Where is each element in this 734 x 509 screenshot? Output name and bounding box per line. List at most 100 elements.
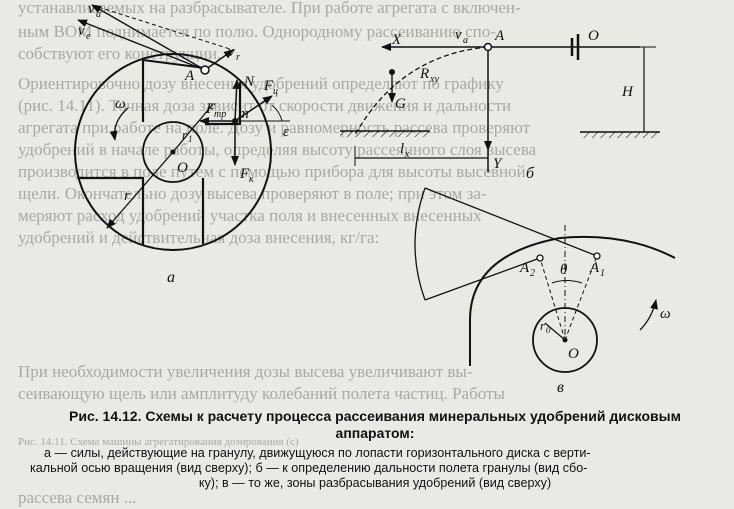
label-a1: A xyxy=(589,260,600,276)
label-fk: F xyxy=(239,166,250,182)
background-line: При необходимости увеличения дозы высева… xyxy=(18,362,473,381)
panel-label-b: б xyxy=(526,165,535,182)
figure-caption-title: Рис. 14.12. Схемы к расчету процесса рас… xyxy=(69,408,681,441)
label-a1-sub: 1 xyxy=(600,268,605,279)
granule xyxy=(389,69,395,75)
background-line: устанавливаемых на разбрасывателе. При р… xyxy=(18,0,521,17)
label-fc: F xyxy=(263,78,274,94)
background-line: ным ВОМ поднимается по полю. Однородному… xyxy=(18,22,496,41)
label-o: O xyxy=(588,28,599,44)
label-ve: v xyxy=(78,23,85,39)
va-vector xyxy=(91,4,206,71)
label-r0-sub: 0 xyxy=(546,325,551,335)
omega-arrow xyxy=(109,107,129,141)
background-line: удобрений в начале работы, определяя выс… xyxy=(18,140,537,159)
label-y: Y xyxy=(493,156,503,172)
panel-v-diagram: A 2 θ A 1 ω r 0 O в xyxy=(414,187,676,396)
label-r0: r xyxy=(540,318,546,333)
label-r1-sub: 1 xyxy=(188,134,193,144)
label-eps: ε xyxy=(283,124,289,140)
label-rxy: R xyxy=(419,66,429,82)
label-ftr: F xyxy=(205,101,216,117)
background-line: собствуют его конструкции. xyxy=(18,44,222,63)
label-va: v xyxy=(455,27,462,43)
r0-line xyxy=(544,322,566,341)
spread-arc xyxy=(414,187,426,301)
label-g: G xyxy=(395,96,406,112)
eps-arc xyxy=(271,104,283,122)
background-line: щели. Окончательно дозу высева проверяют… xyxy=(18,184,487,203)
background-line: производится в поле путем с помощью приб… xyxy=(18,162,526,181)
label-o: O xyxy=(177,160,188,176)
label-a: A xyxy=(494,28,505,44)
label-x: X xyxy=(391,32,402,48)
label-h: H xyxy=(621,84,634,100)
label-a: A xyxy=(184,68,195,84)
r1-line xyxy=(172,103,214,153)
vane xyxy=(78,176,145,245)
label-r1: r xyxy=(182,127,188,142)
label-lx: l xyxy=(400,141,404,157)
point-a1 xyxy=(593,252,601,260)
dash-radius xyxy=(564,255,598,341)
tangent-line xyxy=(424,187,598,257)
label-a2: A xyxy=(519,260,530,276)
label-rxy-sub: xy xyxy=(429,74,439,85)
label-n: N xyxy=(243,74,255,90)
background-line: Ориентировочно дозу внесения удобрений о… xyxy=(18,74,504,93)
point-a xyxy=(483,42,493,52)
background-line: удобрений и действительная доза внесения… xyxy=(18,228,380,247)
label-fc-sub: ц xyxy=(273,86,278,97)
dash-radius xyxy=(539,257,566,341)
center-o xyxy=(170,149,176,155)
n-vector xyxy=(232,79,241,122)
fc-vector xyxy=(234,95,273,122)
theta-arc xyxy=(551,280,583,284)
label-vr-sub: r xyxy=(236,52,240,63)
vane xyxy=(205,82,242,126)
background-line: (рис. 14.11). Точная доза зависит от ско… xyxy=(18,96,512,115)
background-line: сеивающую щель или амплитуду колебаний п… xyxy=(18,384,505,403)
background-line: меряют расход удобрений участка поля и в… xyxy=(18,206,482,225)
label-vr: v xyxy=(228,44,235,60)
vr-vector xyxy=(204,49,234,71)
label-fk-sub: к xyxy=(249,174,254,185)
ground-hatch xyxy=(340,131,430,137)
radius-line xyxy=(106,151,174,229)
figure-caption-body: а — силы, действующие на гранулу, движущ… xyxy=(30,446,720,491)
construction-line xyxy=(91,4,234,51)
label-ftr-sub: тр xyxy=(214,109,226,120)
panel-label-a: а xyxy=(167,269,175,286)
label-va-sub: a xyxy=(463,35,468,46)
label-omega: ω xyxy=(115,96,126,112)
background-line: рассева семян ... xyxy=(18,488,137,507)
label-va-sub: a xyxy=(96,9,101,20)
label-a2-sub: 2 xyxy=(530,268,535,279)
figure-diagrams: v a v e v r A N F ц F тр m ε ω r 1 O F к… xyxy=(74,1,676,396)
label-ve-sub: e xyxy=(86,31,91,42)
disc-hub xyxy=(142,121,204,183)
label-va: v xyxy=(88,1,95,17)
ve-vector xyxy=(77,19,206,71)
caption-line: ку); в — то же, зоны разбрасывания удобр… xyxy=(198,476,552,490)
label-o: O xyxy=(568,346,579,362)
panel-a-diagram: v a v e v r A N F ц F тр m ε ω r 1 O F к… xyxy=(74,1,290,286)
panel-label-v: в xyxy=(557,379,564,396)
ground-hatch xyxy=(580,132,660,138)
disc-outer xyxy=(74,53,272,251)
label-lx-sub: x xyxy=(404,149,410,160)
caption-line: а — силы, действующие на гранулу, движущ… xyxy=(44,446,591,460)
background-line: Рис. 14.11. Схема машины агрегатирования… xyxy=(18,436,299,448)
tangent-line xyxy=(424,257,541,301)
point-a xyxy=(200,65,210,75)
label-theta: θ xyxy=(560,262,568,278)
trajectory xyxy=(354,46,489,136)
omega-arrow xyxy=(639,299,658,331)
caption-line: кальной осью вращения (вид сверху); б — … xyxy=(30,461,588,475)
disc-arc xyxy=(469,235,676,366)
panel-b-diagram: X v a A O R xy H G l x Y б xyxy=(340,27,660,182)
center-o xyxy=(562,337,568,343)
point-a2 xyxy=(536,254,544,262)
label-m: m xyxy=(238,106,249,122)
